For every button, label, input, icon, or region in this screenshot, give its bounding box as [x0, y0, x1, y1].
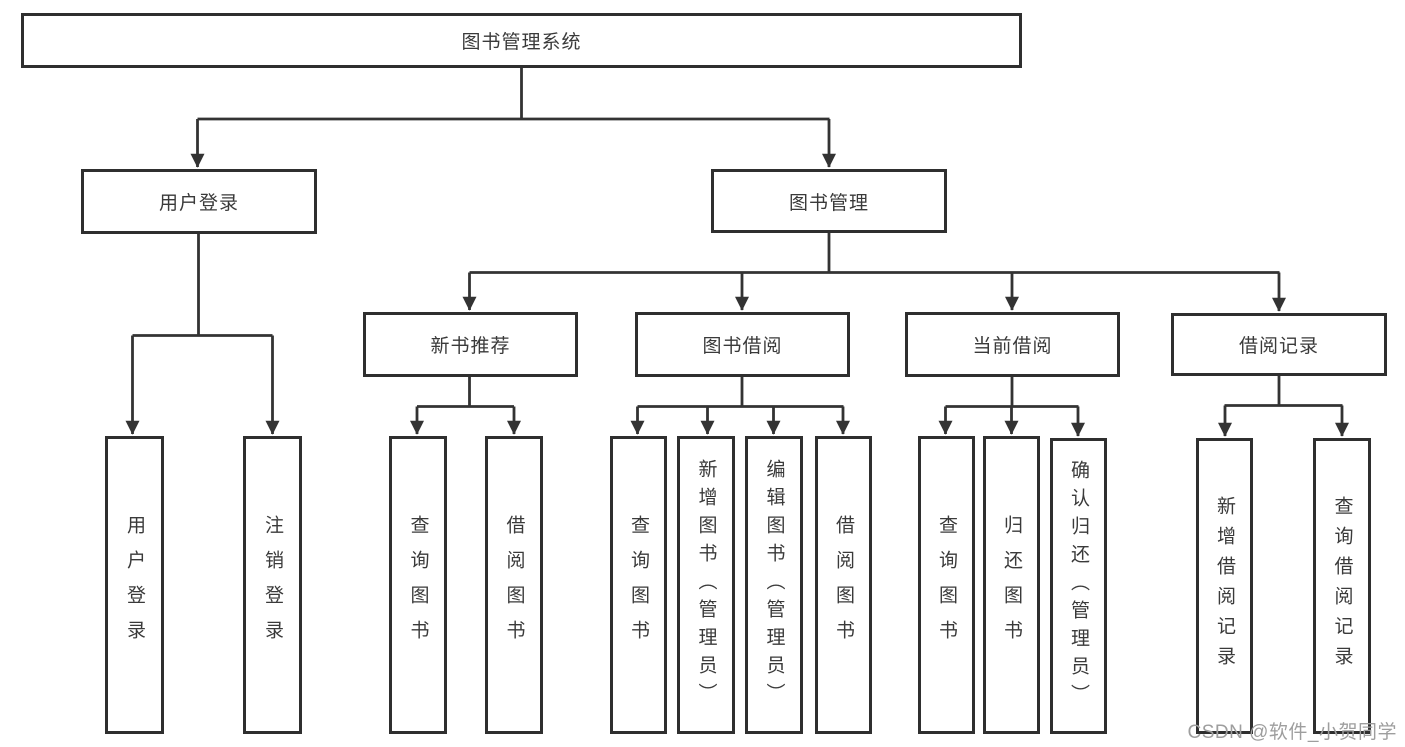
csdn-watermark: CSDN @软件_小贺同学: [1187, 722, 1397, 743]
node-label: 图书借阅: [702, 336, 783, 357]
leaf-label: 借阅图书: [503, 515, 525, 655]
leaf-label: 归还图书: [1001, 515, 1022, 655]
node-library-system-root: 图书管理系统: [21, 13, 1022, 68]
node-label: 用户登录: [158, 193, 239, 214]
leaf-label: 借阅图书: [833, 515, 854, 655]
leaf-add-borrow-record: 新增借阅记录: [1196, 438, 1253, 734]
leaf-logout: 注销登录: [243, 436, 302, 734]
leaf-add-book-admin: 新增图书（管理员）: [677, 436, 735, 734]
node-label: 新书推荐: [430, 336, 511, 357]
node-current-borrow: 当前借阅: [905, 312, 1120, 377]
node-label: 图书管理: [788, 192, 869, 214]
leaf-query-book-borrow: 查询图书: [610, 436, 667, 734]
leaf-query-book-current: 查询图书: [918, 436, 975, 734]
node-borrow-records: 借阅记录: [1171, 313, 1387, 376]
leaf-label: 查询图书: [936, 515, 957, 655]
leaf-query-borrow-record: 查询借阅记录: [1313, 438, 1371, 734]
leaf-label: 注销登录: [262, 515, 283, 655]
leaf-label: 查询借阅记录: [1331, 496, 1353, 676]
node-book-borrow: 图书借阅: [635, 312, 850, 377]
leaf-label: 新增图书（管理员）: [695, 459, 717, 711]
node-label: 当前借阅: [972, 336, 1053, 357]
leaf-confirm-return-admin: 确认归还（管理员）: [1050, 438, 1107, 734]
leaf-label: 查询图书: [628, 515, 649, 655]
leaf-borrow-book-recommend: 借阅图书: [485, 436, 543, 734]
leaf-label: 编辑图书（管理员）: [763, 459, 785, 711]
leaf-borrow-book: 借阅图书: [815, 436, 872, 734]
node-user-login: 用户登录: [81, 169, 317, 234]
connector-trunks: [132, 68, 1343, 408]
leaf-query-book-recommend: 查询图书: [389, 436, 447, 734]
node-label: 借阅记录: [1238, 336, 1319, 357]
leaf-label: 用户登录: [124, 515, 145, 655]
leaf-label: 确认归还（管理员）: [1068, 460, 1089, 712]
leaf-return-book: 归还图书: [983, 436, 1040, 734]
leaf-label: 新增借阅记录: [1214, 496, 1235, 676]
leaf-label: 查询图书: [407, 515, 429, 655]
leaf-edit-book-admin: 编辑图书（管理员）: [745, 436, 803, 734]
leaf-user-login: 用户登录: [105, 436, 164, 734]
node-new-book-recommend: 新书推荐: [363, 312, 578, 377]
node-label: 图书管理系统: [461, 32, 582, 53]
node-book-management: 图书管理: [711, 169, 947, 233]
